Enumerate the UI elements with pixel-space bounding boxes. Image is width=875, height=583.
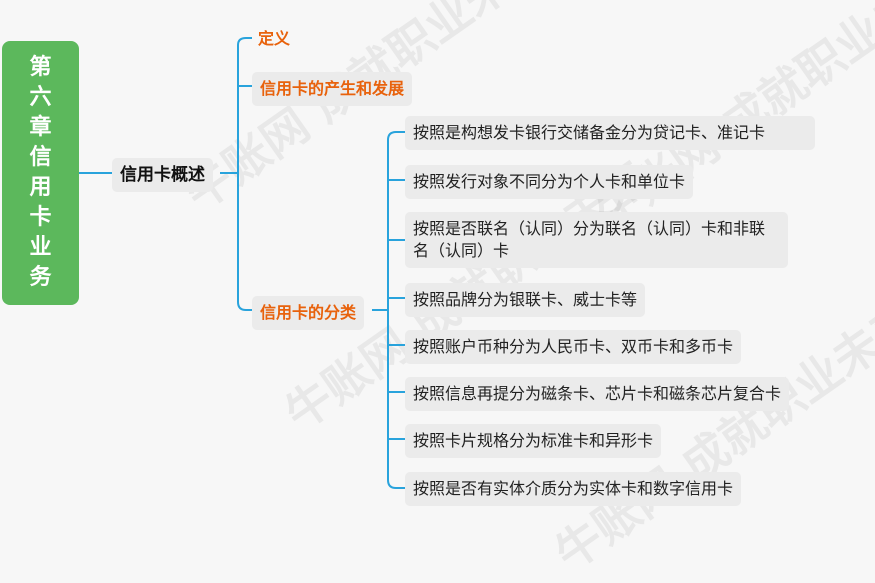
leaf-node[interactable]: 按照卡片规格分为标准卡和异形卡 xyxy=(405,424,662,458)
leaf-node[interactable]: 按照发行对象不同分为个人卡和单位卡 xyxy=(405,165,694,199)
leaf-node[interactable]: 按照品牌分为银联卡、威士卡等 xyxy=(405,283,646,317)
link-level2-spine xyxy=(237,37,252,311)
link-leaves-spine xyxy=(387,131,405,489)
root-node[interactable]: 第六章信用卡业务 xyxy=(2,41,79,305)
level2-node-definition[interactable]: 定义 xyxy=(258,29,291,48)
leaf-node[interactable]: 按照是否有实体介质分为实体卡和数字信用卡 xyxy=(405,472,742,506)
leaf-node[interactable]: 按照账户币种分为人民币卡、双币卡和多币卡 xyxy=(405,330,742,364)
connector-lines xyxy=(79,37,405,489)
level1-node[interactable]: 信用卡概述 xyxy=(112,158,213,192)
leaf-node[interactable]: 按照是否联名（认同）分为联名（认同）卡和非联名（认同）卡 xyxy=(405,212,788,268)
leaf-node[interactable]: 按照是构想发卡银行交储备金分为贷记卡、准记卡 xyxy=(405,116,815,150)
level2-node-history[interactable]: 信用卡的产生和发展 xyxy=(252,72,413,106)
level2-node-classification[interactable]: 信用卡的分类 xyxy=(252,296,365,330)
leaf-node[interactable]: 按照信息再提分为磁条卡、芯片卡和磁条芯片复合卡 xyxy=(405,377,790,411)
